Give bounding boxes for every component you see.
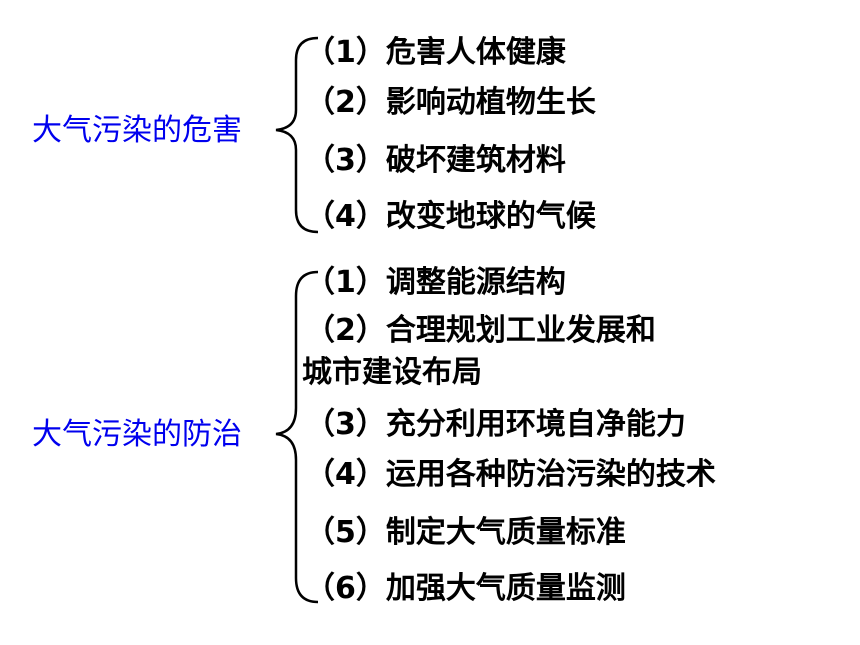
topic-hazards: 大气污染的危害 — [32, 113, 242, 148]
hazard-item-3: （3）破坏建筑材料 — [305, 143, 566, 178]
hazard-item-2: （2）影响动植物生长 — [305, 85, 596, 120]
prevention-item-2: （2）合理规划工业发展和 — [305, 313, 656, 348]
prevention-item-1: （1）调整能源结构 — [305, 265, 566, 300]
prevention-item-6: （6）加强大气质量监测 — [305, 571, 626, 606]
prevention-item-5: （5）制定大气质量标准 — [305, 515, 626, 550]
topic-prevention: 大气污染的防治 — [32, 417, 242, 452]
prevention-item-3: （3）充分利用环境自净能力 — [305, 407, 686, 442]
prevention-item-4: （4）运用各种防治污染的技术 — [305, 457, 716, 492]
hazard-item-4: （4）改变地球的气候 — [305, 199, 596, 234]
hazard-item-1: （1）危害人体健康 — [305, 35, 566, 70]
prevention-item-2-continued: 城市建设布局 — [302, 355, 482, 390]
